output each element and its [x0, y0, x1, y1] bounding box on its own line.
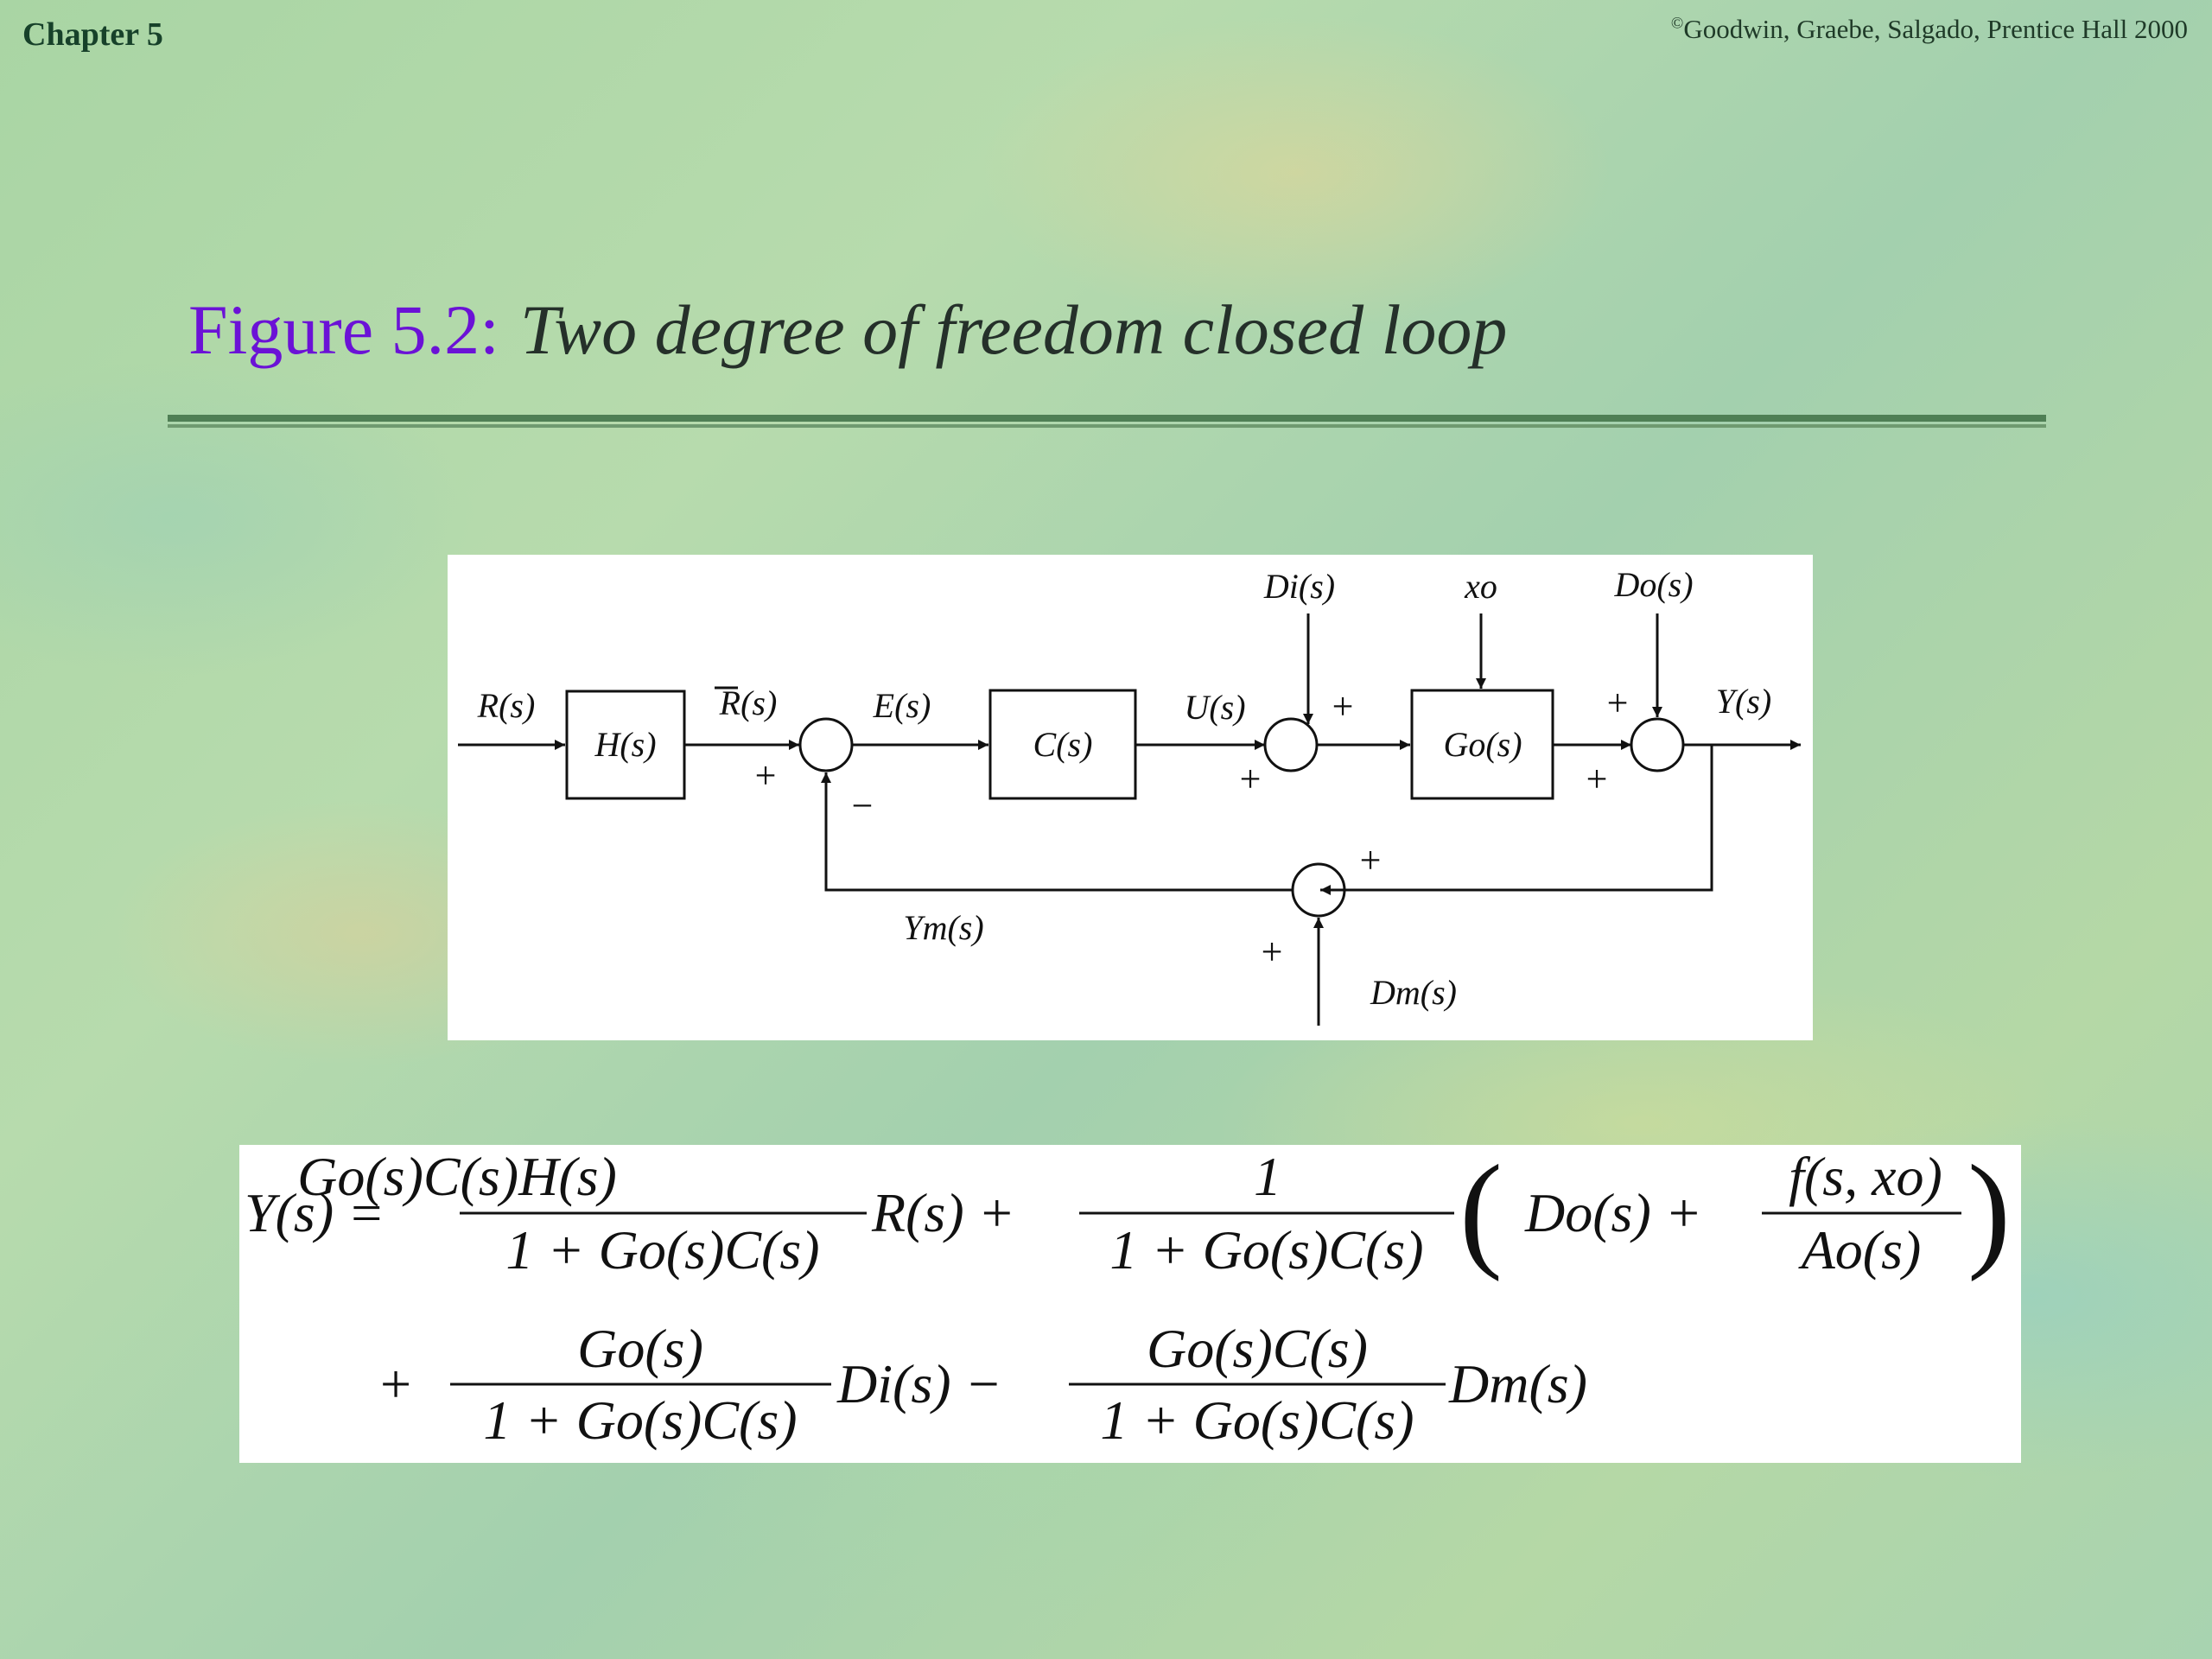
signal-y-label: Y(s) [1716, 682, 1771, 721]
paren-open: ( [1459, 1145, 1503, 1282]
signal-rbar-label: R(s) [719, 683, 778, 722]
signal-di-label: Di(s) [1263, 567, 1335, 606]
go-block-label: Go(s) [1443, 725, 1522, 764]
title-rule-secondary [168, 424, 2046, 428]
signal-do-label: Do(s) [1613, 565, 1693, 604]
sign-sum4-dm: + [1262, 931, 1283, 973]
summing-junction-2 [1263, 717, 1319, 772]
fraction3-denominator: Ao(s) [1798, 1219, 1922, 1281]
sign-sum4-y: + [1360, 839, 1382, 881]
transfer-equation: Y(s) = Go(s)C(s)H(s) 1 + Go(s)C(s) R(s) … [245, 1139, 2011, 1451]
fraction2-numerator: 1 [1254, 1146, 1281, 1207]
signal-r-label: R(s) [477, 686, 536, 725]
feedback-from-output [1320, 745, 1713, 895]
signal-e-label: E(s) [873, 686, 931, 725]
sign-sum3-input: + [1586, 758, 1608, 800]
summing-junction-1 [798, 717, 854, 772]
fraction1-tail: R(s) + [871, 1182, 1015, 1243]
fraction4-tail: Di(s) − [836, 1353, 1002, 1414]
equation-lhs: Y(s) = [245, 1182, 385, 1243]
feedback-to-sum1 [821, 772, 1293, 892]
block-diagram-panel: H(s) C(s) Go(s) R(s) R(s) E(s) U(s) Di(s… [448, 555, 1813, 1040]
copyright-text: Goodwin, Graebe, Salgado, Prentice Hall … [1683, 14, 2188, 44]
fraction4-numerator: Go(s) [577, 1318, 703, 1379]
transfer-equation-panel: Y(s) = Go(s)C(s)H(s) 1 + Go(s)C(s) R(s) … [239, 1139, 2021, 1463]
sign-sum2-input: + [1240, 758, 1262, 800]
fraction5-numerator: Go(s)C(s) [1147, 1318, 1368, 1379]
fraction5-tail: Dm(s) [1448, 1353, 1587, 1414]
fraction2-denominator: 1 + Go(s)C(s) [1109, 1219, 1423, 1281]
paren-close: ) [1967, 1145, 2011, 1282]
title-rule [168, 415, 2046, 422]
sign-sum3-do: + [1607, 682, 1629, 724]
figure-label: Figure 5.2: [188, 290, 499, 369]
line2-plus: + [380, 1353, 411, 1414]
copyright-mark: © [1670, 14, 1684, 33]
fraction3-numerator: f(s, xo) [1789, 1146, 1942, 1207]
fraction1-denominator: 1 + Go(s)C(s) [505, 1219, 819, 1281]
h-block-label: H(s) [594, 725, 656, 764]
signal-dm-label: Dm(s) [1370, 973, 1457, 1012]
fraction1-numerator: Go(s)C(s)H(s) [297, 1146, 617, 1207]
fraction5-denominator: 1 + Go(s)C(s) [1100, 1389, 1414, 1451]
c-block-label: C(s) [1033, 725, 1093, 764]
signal-xo-label: xo [1464, 567, 1497, 606]
sign-sum1-reference: + [755, 754, 777, 797]
sign-sum1-feedback: − [852, 785, 874, 827]
sign-sum2-di: + [1332, 685, 1354, 728]
signal-ym-label: Ym(s) [903, 908, 983, 947]
slide-title: Figure 5.2: Two degree of freedom closed … [188, 289, 1507, 371]
paren-content: Do(s) + [1524, 1182, 1702, 1243]
copyright-notice: ©Goodwin, Graebe, Salgado, Prentice Hall… [1671, 14, 2188, 45]
signal-u-label: U(s) [1184, 688, 1245, 727]
figure-caption: Two degree of freedom closed loop [519, 290, 1508, 369]
summing-junction-3 [1630, 717, 1685, 772]
fraction4-denominator: 1 + Go(s)C(s) [483, 1389, 797, 1451]
block-diagram: H(s) C(s) Go(s) R(s) R(s) E(s) U(s) Di(s… [458, 565, 1801, 1026]
chapter-label: Chapter 5 [22, 16, 163, 53]
